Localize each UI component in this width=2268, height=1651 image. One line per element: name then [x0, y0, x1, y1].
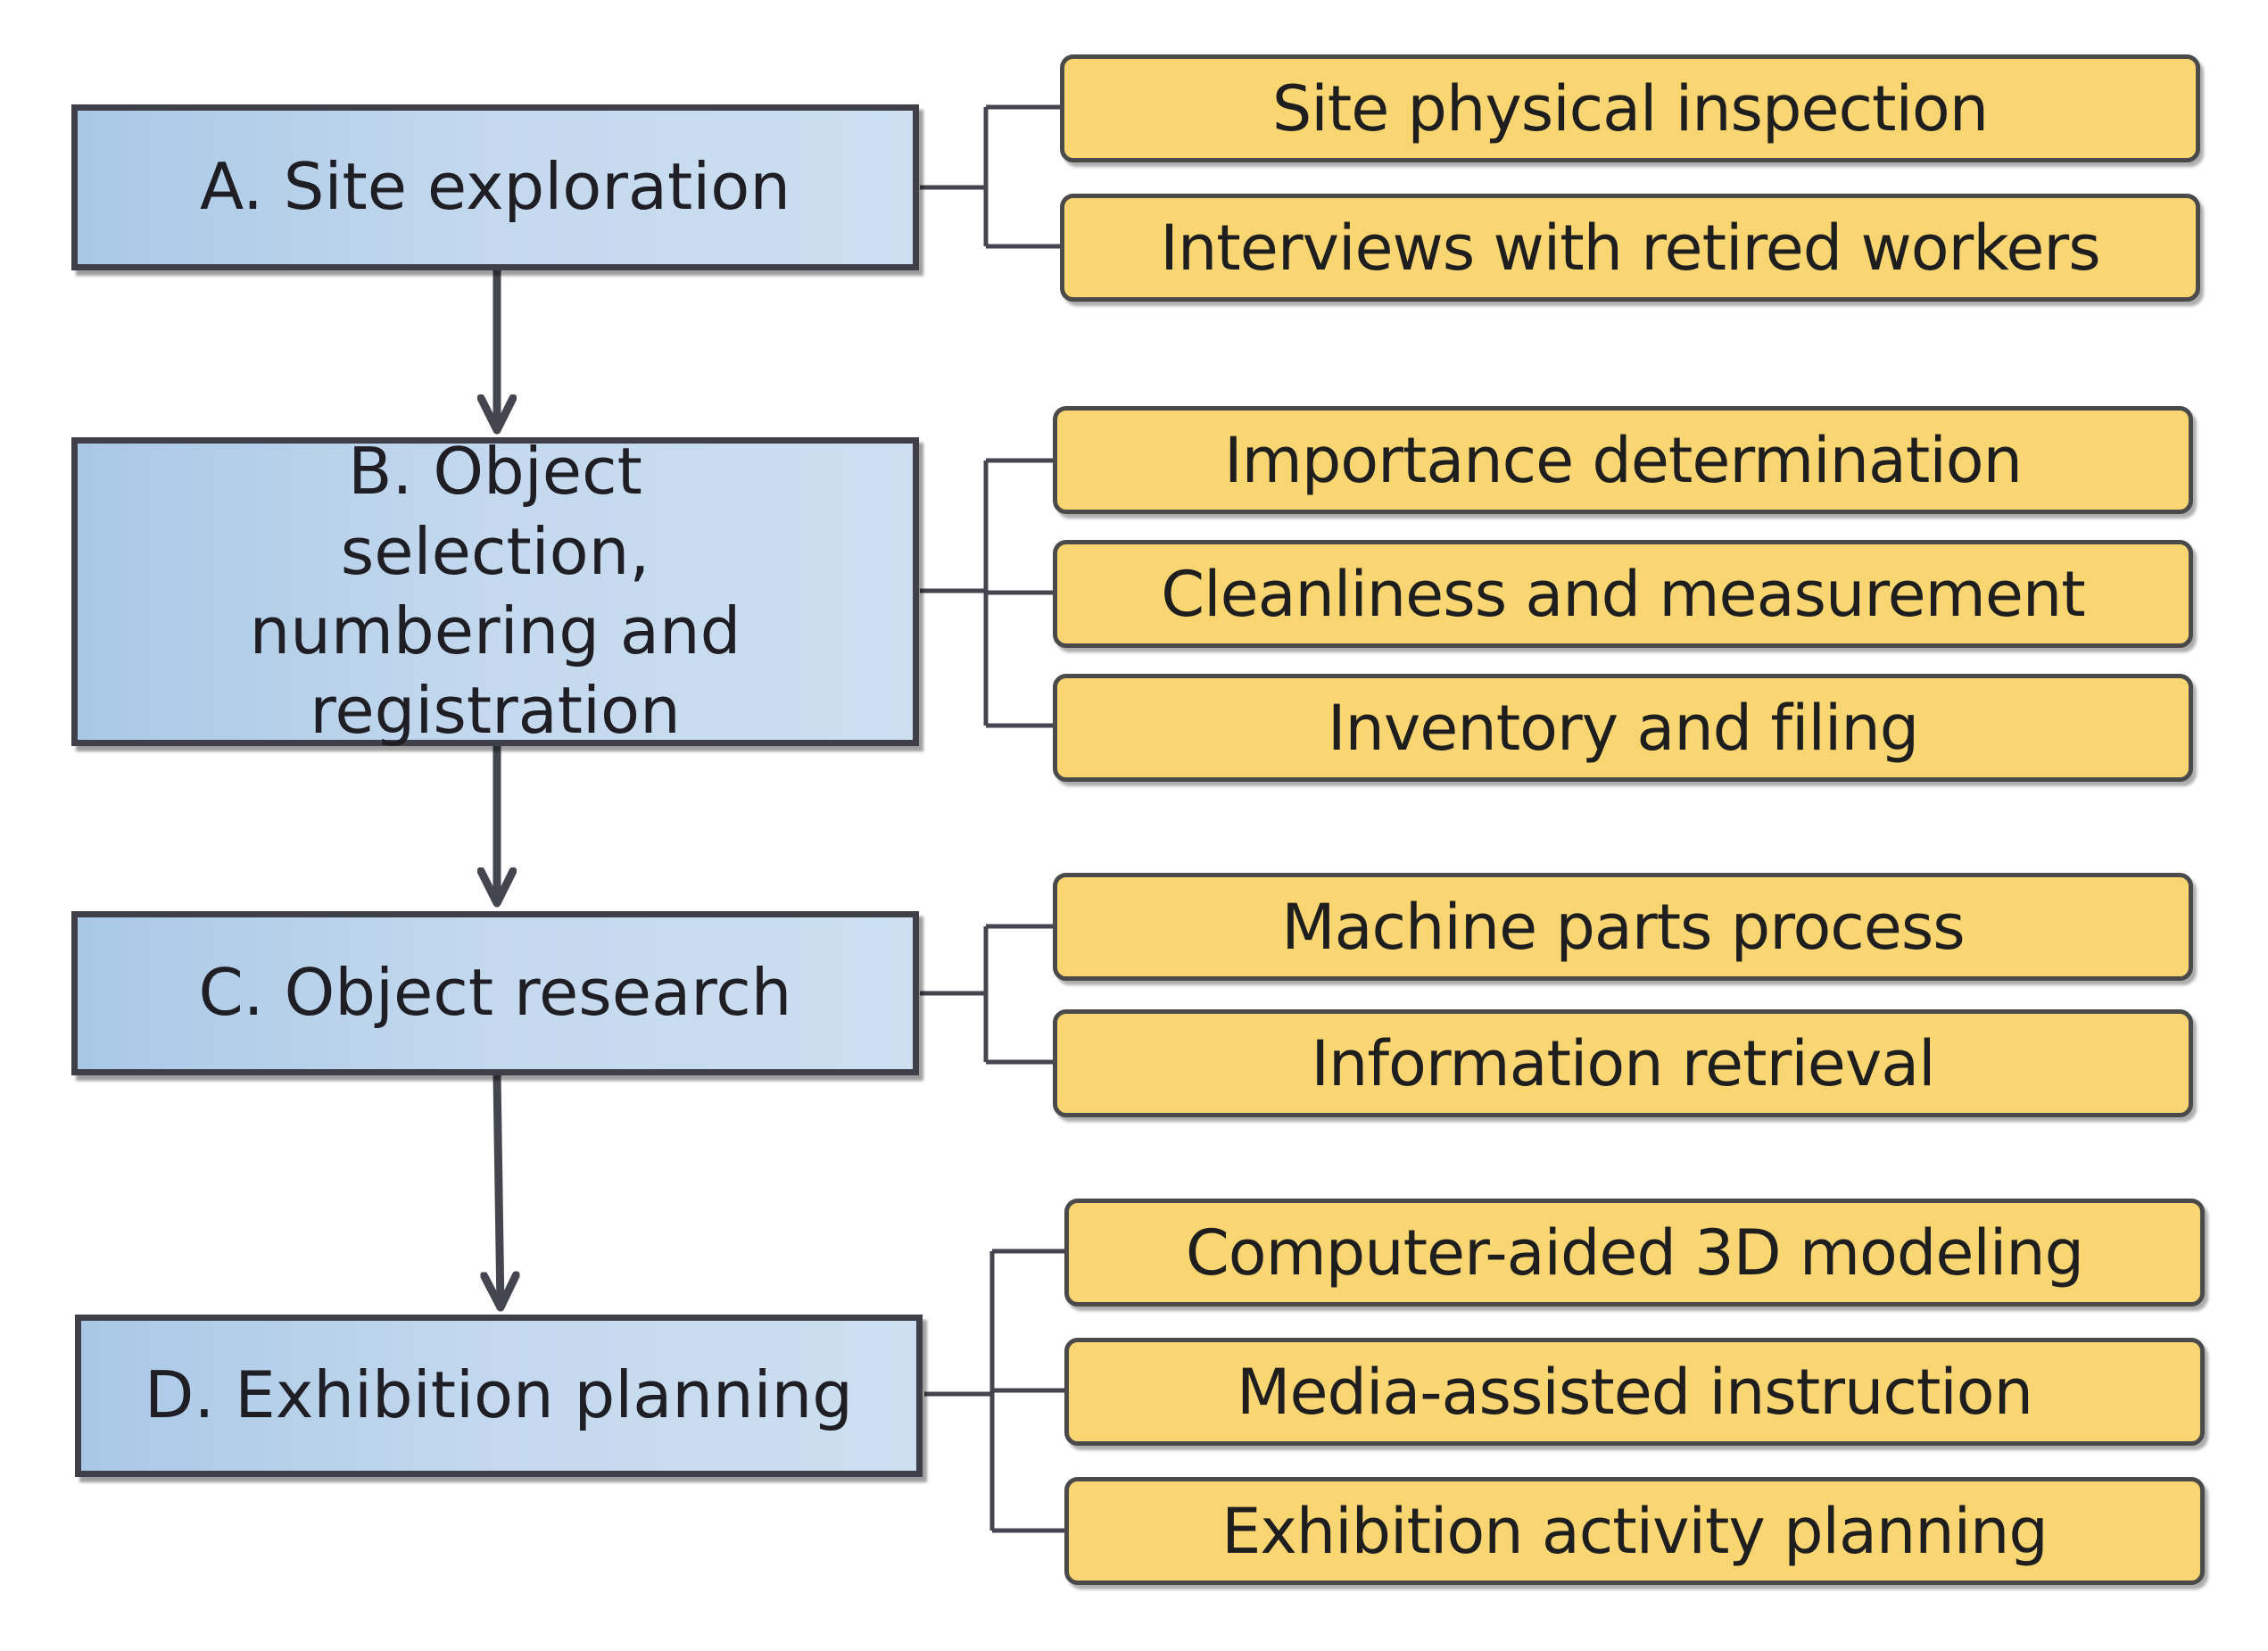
task-label: Importance determination — [1224, 423, 2023, 497]
task-label: Site physical inspection — [1271, 71, 1989, 145]
bracket-stage-a — [920, 104, 1062, 249]
stage-c-box: C. Object research — [71, 911, 919, 1075]
task-computer-aided-3d-modeling: Computer-aided 3D modeling — [1064, 1199, 2205, 1307]
task-label: Computer-aided 3D modeling — [1185, 1215, 2084, 1290]
stage-b-label: B. Object selection, numbering and regis… — [249, 434, 741, 749]
task-label: Media-assisted instruction — [1237, 1355, 2033, 1429]
task-interviews-retired-workers: Interviews with retired workers — [1060, 194, 2200, 302]
stage-d-label: D. Exhibition planning — [145, 1357, 853, 1433]
task-media-assisted-instruction: Media-assisted instruction — [1064, 1338, 2205, 1446]
task-label: Cleanliness and measurement — [1161, 557, 2085, 631]
stage-a-label: A. Site exploration — [200, 149, 790, 225]
arrow-c-to-d — [497, 1074, 501, 1307]
stage-d-box: D. Exhibition planning — [75, 1315, 923, 1477]
bracket-stage-b — [920, 458, 1055, 728]
task-machine-parts-process: Machine parts process — [1053, 873, 2193, 981]
bracket-stage-d — [924, 1249, 1066, 1533]
stage-b-box: B. Object selection, numbering and regis… — [71, 434, 919, 748]
task-label: Exhibition activity planning — [1221, 1494, 2049, 1568]
task-site-physical-inspection: Site physical inspection — [1060, 54, 2200, 162]
stage-a-box: A. Site exploration — [71, 104, 919, 270]
task-exhibition-activity-planning: Exhibition activity planning — [1064, 1477, 2205, 1585]
stage-c-label: C. Object research — [198, 955, 792, 1031]
task-information-retrieval: Information retrieval — [1053, 1009, 2193, 1117]
task-inventory-filing: Inventory and filing — [1053, 674, 2193, 782]
task-label: Machine parts process — [1281, 890, 1966, 964]
task-cleanliness-measurement: Cleanliness and measurement — [1053, 540, 2193, 648]
task-label: Interviews with retired workers — [1160, 211, 2100, 285]
task-label: Information retrieval — [1311, 1026, 1935, 1100]
task-label: Inventory and filing — [1327, 691, 1919, 765]
task-importance-determination: Importance determination — [1053, 406, 2193, 514]
bracket-stage-c — [920, 924, 1055, 1065]
